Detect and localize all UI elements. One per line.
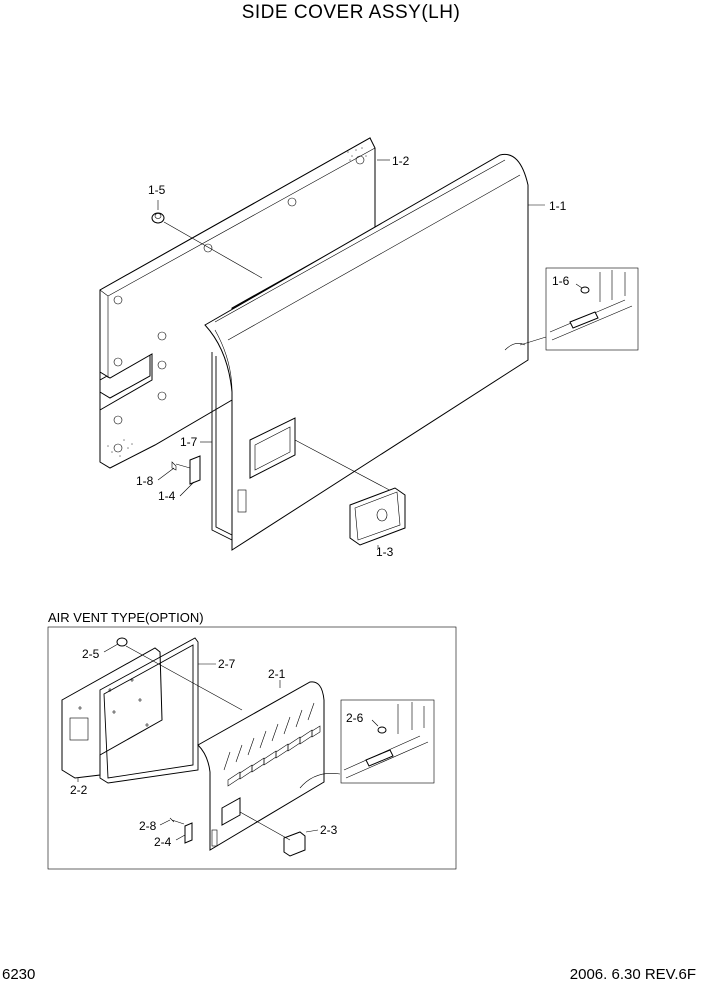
inner-panel-1-2 [99, 137, 376, 469]
callout-1-8: 1-8 [136, 474, 154, 488]
callout-2-8: 2-8 [139, 819, 157, 833]
detail-inset-1-6 [545, 267, 639, 351]
grommet-2-5 [116, 637, 128, 647]
callout-1-2: 1-2 [392, 154, 410, 168]
callout-1-7: 1-7 [180, 435, 198, 449]
inner-panel-2-2 [61, 647, 163, 782]
callout-1-1: 1-1 [549, 199, 567, 213]
callout-2-6: 2-6 [346, 711, 364, 725]
callout-1-6: 1-6 [552, 274, 570, 288]
revision-date: 2006. 6.30 REV.6F [569, 966, 696, 983]
callout-2-1: 2-1 [268, 667, 286, 681]
striker-1-4-bolt-1-8 [157, 455, 201, 497]
callout-2-4: 2-4 [154, 835, 172, 849]
bolt-2-8 [169, 817, 185, 825]
callout-1-3: 1-3 [376, 545, 394, 559]
seal-strip-1-7 [211, 352, 233, 541]
section-label: AIR VENT TYPE(OPTION) [48, 610, 204, 625]
callout-2-5: 2-5 [82, 647, 100, 661]
lock-assembly-1-3 [349, 487, 406, 548]
seal-frame-2-7 [99, 637, 199, 784]
striker-2-4 [184, 822, 193, 844]
callout-1-4: 1-4 [158, 489, 176, 503]
detail-inset-2-6 [340, 699, 435, 784]
callout-2-7: 2-7 [218, 657, 236, 671]
grommet-1-5 [151, 200, 263, 279]
side-cover-door-1-1 [204, 153, 547, 551]
option-frame [47, 626, 457, 870]
callout-2-2: 2-2 [70, 783, 88, 797]
page-title: SIDE COVER ASSY(LH) [241, 2, 461, 23]
vented-door-2-1 [197, 680, 341, 851]
callout-2-3: 2-3 [320, 823, 338, 837]
lock-2-3 [283, 831, 306, 857]
callout-1-5: 1-5 [148, 183, 166, 197]
page-number: 6230 [2, 966, 36, 983]
